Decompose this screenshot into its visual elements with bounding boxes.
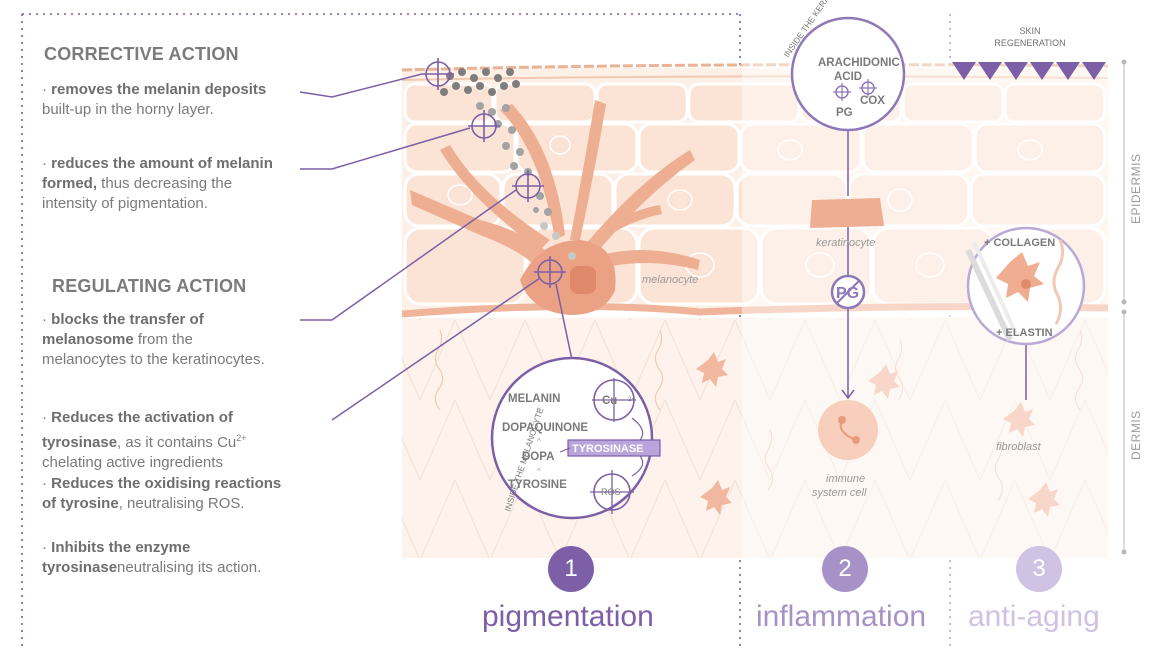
regulating-b1-bold: blocks the transfer of melanosome (42, 311, 204, 348)
regulating-bullet-3: · Reduces the oxidising reactions of tyr… (42, 475, 282, 512)
layer-axis (1121, 59, 1127, 555)
arachidonic-label-1: ARACHIDONIC (818, 57, 900, 69)
svg-text:^: ^ (537, 407, 541, 416)
skin-regen-label-2: REGENERATION (994, 38, 1065, 48)
immune-cell (818, 400, 878, 460)
corrective-bullet-1: · removes the melanin deposits built-up … (42, 81, 267, 118)
immune-label-2: system cell (812, 487, 867, 499)
section-1-number: 1 (548, 546, 594, 592)
epidermis-label: EPIDERMIS (1129, 153, 1143, 224)
skin-regeneration-triangles (952, 62, 1106, 80)
corrective-bullet-2: · reduces the amount of melanin formed, … (42, 155, 273, 212)
regulating-b1-rest: from the melanocytes to the keratinocyte… (42, 331, 265, 368)
immune-label-1: immune (826, 473, 865, 485)
svg-text:^: ^ (537, 437, 541, 446)
regulating-b3-bold: Reduces the oxidising reactions of tyros… (42, 475, 282, 512)
section-3-label: anti-aging (968, 600, 1100, 633)
cu-sup-label: 2+ (628, 397, 635, 403)
keratinocyte-detail-circle (790, 16, 906, 132)
corrective-b2-rest: thus decreasing the intensity of pigment… (42, 175, 233, 212)
melanocyte-label: melanocyte (642, 274, 698, 286)
corrective-action-heading: CORRECTIVE ACTION (44, 44, 239, 64)
regulating-b4-bold: Inhibits the enzyme tyrosinase (42, 539, 191, 576)
tyrosine-label: TYROSINE (508, 479, 567, 491)
keratinocyte-shape (810, 198, 884, 228)
regulating-b2-tail: chelating active ingredients (42, 454, 223, 471)
regulating-bullet-4: · Inhibits the enzyme tyrosinaseneutrali… (42, 539, 262, 576)
regulating-b3-rest: , neutralising ROS. (118, 495, 245, 512)
cu-label: Cu (602, 395, 617, 407)
cox-label: COX (860, 95, 885, 107)
dopaquinone-label: DOPAQUINONE (502, 422, 588, 434)
ros-label: ROS (601, 487, 621, 497)
elastin-label: + ELASTIN (996, 327, 1053, 339)
regulating-b4-rest: neutralising its action. (117, 559, 262, 576)
pg-inhibit-marker (830, 274, 866, 310)
regulating-b2-bold: Reduces the activation of tyrosinase (42, 409, 233, 451)
corrective-b1-rest: built-up in the horny layer. (42, 101, 214, 118)
corrective-b1-bold: removes the melanin deposits (51, 81, 267, 98)
regulating-bullet-2: · Reduces the activation of tyrosinase, … (42, 409, 247, 471)
dopa-label: DOPA (522, 451, 554, 463)
corrective-b2-bold: reduces the amount of melanin formed, (42, 155, 273, 192)
regulating-bullet-1: · blocks the transfer of melanosome from… (42, 311, 265, 368)
regulating-b2-sup: 2+ (236, 433, 247, 443)
melanin-label: MELANIN (508, 393, 560, 405)
regulating-action-heading: REGULATING ACTION (52, 276, 247, 296)
svg-text:^: ^ (537, 467, 541, 476)
melanocyte-cell (410, 100, 700, 315)
section-1-label: pigmentation (482, 600, 654, 633)
keratinocyte-label: keratinocyte (816, 237, 875, 249)
pg-small-label: PG (836, 107, 853, 119)
pg-big-label: PG (836, 285, 859, 302)
tyrosinase-label: TYROSINASE (572, 443, 644, 455)
section-2-number: 2 (822, 546, 868, 592)
section-3-number: 3 (1016, 546, 1062, 592)
fibroblast-detail-circle (965, 226, 1086, 346)
melanocyte-detail-circle: ^ ^ ^ (490, 356, 661, 520)
collagen-label: + COLLAGEN (984, 237, 1055, 249)
section-2-label: inflammation (756, 600, 927, 633)
skin-regen-label-1: SKIN (1019, 26, 1040, 36)
regulating-b2-rest: , as it contains Cu (117, 434, 237, 451)
dermis-label: DERMIS (1129, 410, 1143, 460)
crosshair-markers (422, 58, 566, 288)
connector-lines (299, 73, 1027, 421)
arachidonic-label-2: ACID (834, 71, 862, 83)
fibroblast-label: fibroblast (996, 441, 1042, 453)
